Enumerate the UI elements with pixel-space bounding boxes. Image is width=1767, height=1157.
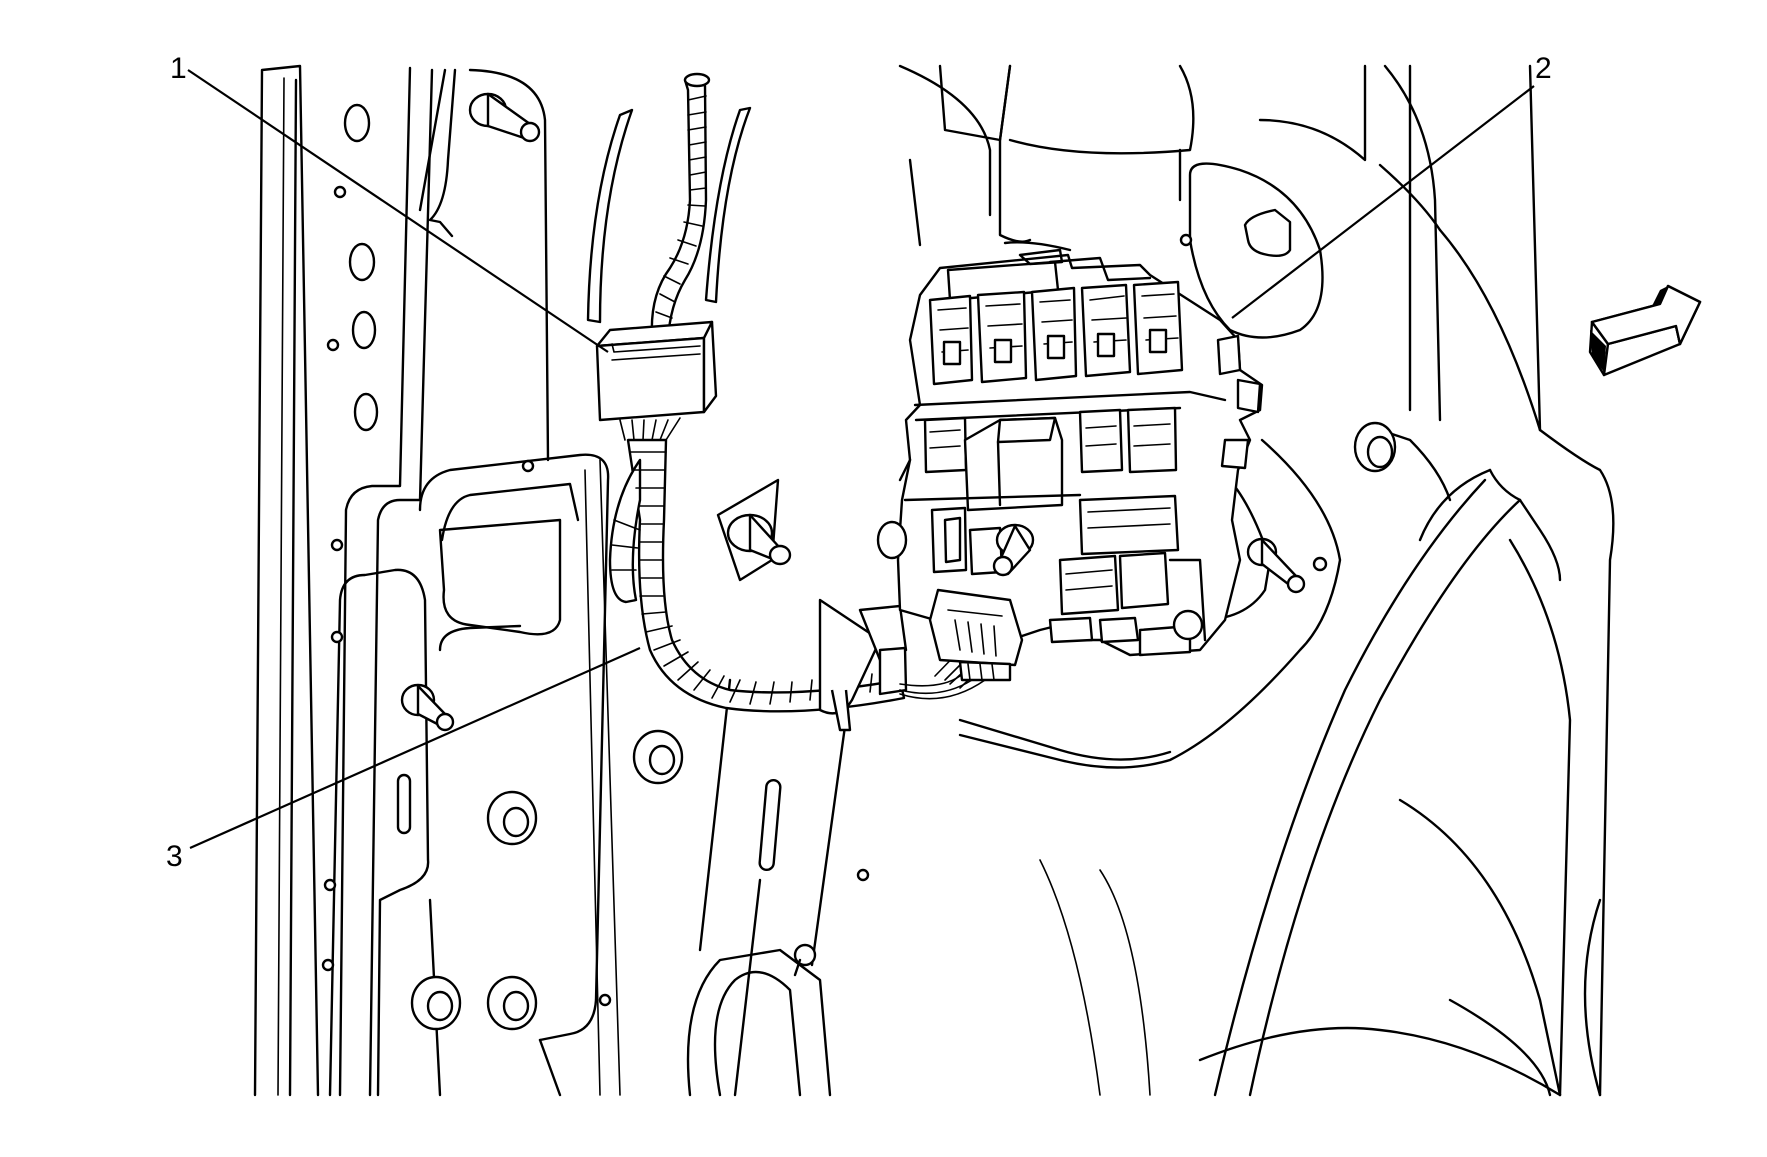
door-pillar-frame — [253, 64, 752, 1097]
body-structure — [898, 64, 1615, 1097]
center-panel — [686, 478, 870, 1097]
callout-2: 2 — [1231, 52, 1552, 319]
relay-slots-top — [928, 280, 1184, 386]
forward-direction-arrow-icon — [1588, 284, 1702, 377]
harness-connector — [595, 320, 718, 422]
callout-label-2: 2 — [1535, 52, 1552, 85]
callout-leader-2 — [1231, 85, 1535, 319]
fuse-row — [923, 406, 1178, 474]
grommet — [410, 975, 462, 1031]
callout-leader-3 — [189, 646, 641, 850]
grommet — [632, 729, 684, 785]
callout-leader-1 — [187, 69, 609, 353]
fuse-relay-block — [876, 241, 1264, 682]
grommet — [486, 975, 538, 1031]
wiring-harness — [595, 72, 1011, 732]
module-connector — [928, 588, 1024, 682]
callout-3: 3 — [166, 646, 641, 873]
callout-label-1: 1 — [170, 52, 187, 85]
grommet — [486, 790, 538, 846]
callout-label-3: 3 — [166, 840, 183, 873]
callout-1: 1 — [170, 52, 609, 353]
